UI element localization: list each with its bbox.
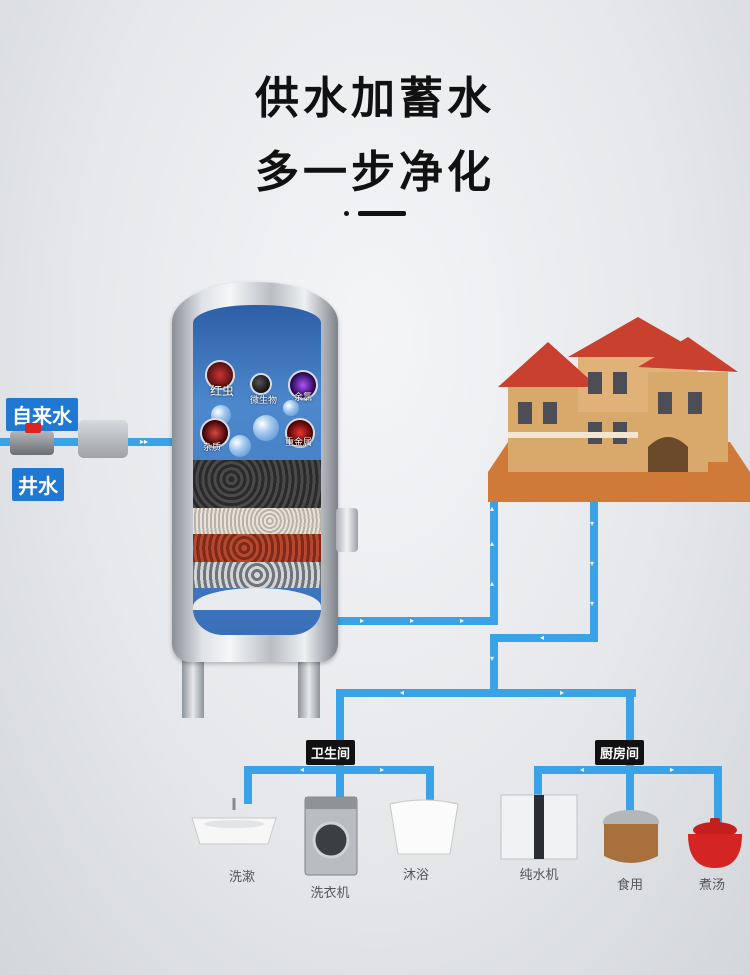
water-purifier-icon: [500, 794, 578, 860]
flow-arrow-icon: ▸: [410, 616, 415, 625]
valve-handle-icon: [25, 423, 41, 433]
wash-basin-icon: [191, 798, 277, 845]
contaminant-label: 杂质: [203, 443, 222, 453]
bathtub-icon: [389, 799, 459, 855]
return-connector: [490, 634, 598, 642]
tank-cutaway: [193, 305, 321, 635]
bathroom-node-label: 卫生间: [306, 740, 356, 765]
contaminant-icon: [285, 418, 315, 448]
soup-pot-icon: [688, 818, 742, 868]
flow-arrow-icon: ◂: [540, 633, 545, 642]
flow-arrow-icon: ▴: [490, 539, 495, 548]
washing-machine-icon: [304, 796, 358, 876]
bathtub-drop: [426, 766, 434, 802]
pot-drop: [714, 766, 722, 824]
kitchen-drop: [626, 689, 634, 769]
kitchen-node-label: 厨房间: [595, 740, 645, 765]
distributor-plate: [193, 588, 321, 610]
bubble-icon: [229, 435, 251, 457]
contaminant-label: 微生物: [250, 396, 278, 406]
flow-arrow-icon: ▸: [360, 616, 365, 625]
contaminant-icon: [288, 370, 318, 400]
rice-cooker-label: 食用: [616, 878, 643, 893]
bubble-icon: [283, 400, 299, 416]
washing-machine-label: 洗衣机: [310, 886, 350, 901]
flow-arrow-icon: ▸: [560, 688, 565, 697]
contaminant-icon: [200, 418, 230, 448]
flow-arrow-icon: ▾: [590, 559, 595, 568]
rice-cooker-icon: [603, 810, 659, 863]
contaminant-label: 红虫: [210, 384, 235, 398]
quartz-sand-layer: [193, 508, 321, 534]
bathtub-label: 沐浴: [402, 868, 429, 883]
flow-arrow-icon: ◂: [400, 688, 405, 697]
carbon-layer: [193, 460, 321, 508]
contaminant-label: 余氯: [294, 393, 313, 403]
contaminant-label: 重金属: [285, 438, 313, 448]
cooker-drop: [626, 766, 634, 814]
flow-arrow-icon: ◂: [580, 765, 585, 774]
washer-drop: [336, 766, 344, 800]
inlet-valve: [10, 431, 54, 455]
title-line-2: 多一步净化: [255, 147, 495, 198]
bathroom-drop: [336, 689, 344, 769]
flow-arrow-icon: ▸: [460, 616, 465, 625]
flow-arrow-icon: ▴: [490, 504, 495, 513]
water-purifier-label: 纯水机: [519, 868, 559, 883]
flow-arrow-icon: ▸▸: [140, 437, 149, 446]
basin-drop: [244, 766, 252, 804]
tank-side-port: [336, 508, 358, 552]
house-feed-pipe: [490, 490, 498, 625]
title-line-1: 供水加蓄水: [255, 73, 495, 124]
contaminant-icon: [250, 373, 272, 395]
title-decor-dot: [344, 211, 349, 216]
manganese-sand-layer: [193, 534, 321, 562]
flow-arrow-icon: ◂: [300, 765, 305, 774]
flow-arrow-icon: ▾: [590, 519, 595, 528]
well-water-label: 井水: [12, 468, 64, 501]
soup-pot-label: 煮汤: [698, 878, 725, 893]
flow-arrow-icon: ▸: [380, 765, 385, 774]
flow-arrow-icon: ▸: [670, 765, 675, 774]
villa-house: [488, 317, 750, 502]
tank-leg-left: [182, 648, 204, 718]
distribution-trunk: [490, 634, 498, 696]
outlet-pipe-h: [322, 617, 498, 625]
flow-arrow-icon: ▾: [590, 599, 595, 608]
distribution-main: [336, 689, 636, 697]
tap-water-label: 自来水: [6, 398, 78, 431]
flow-arrow-icon: ▴: [490, 579, 495, 588]
wash-basin-label: 洗漱: [228, 870, 255, 885]
gravel-layer: [193, 562, 321, 588]
bubble-icon: [253, 415, 279, 441]
title-decor-bar: [358, 211, 406, 216]
purifier-drop: [534, 766, 542, 798]
contaminant-icon: [205, 360, 235, 390]
water-meter: [78, 420, 128, 458]
flow-arrow-icon: ▾: [490, 654, 495, 663]
tank-leg-right: [298, 648, 320, 718]
house-return-pipe: [590, 500, 598, 640]
